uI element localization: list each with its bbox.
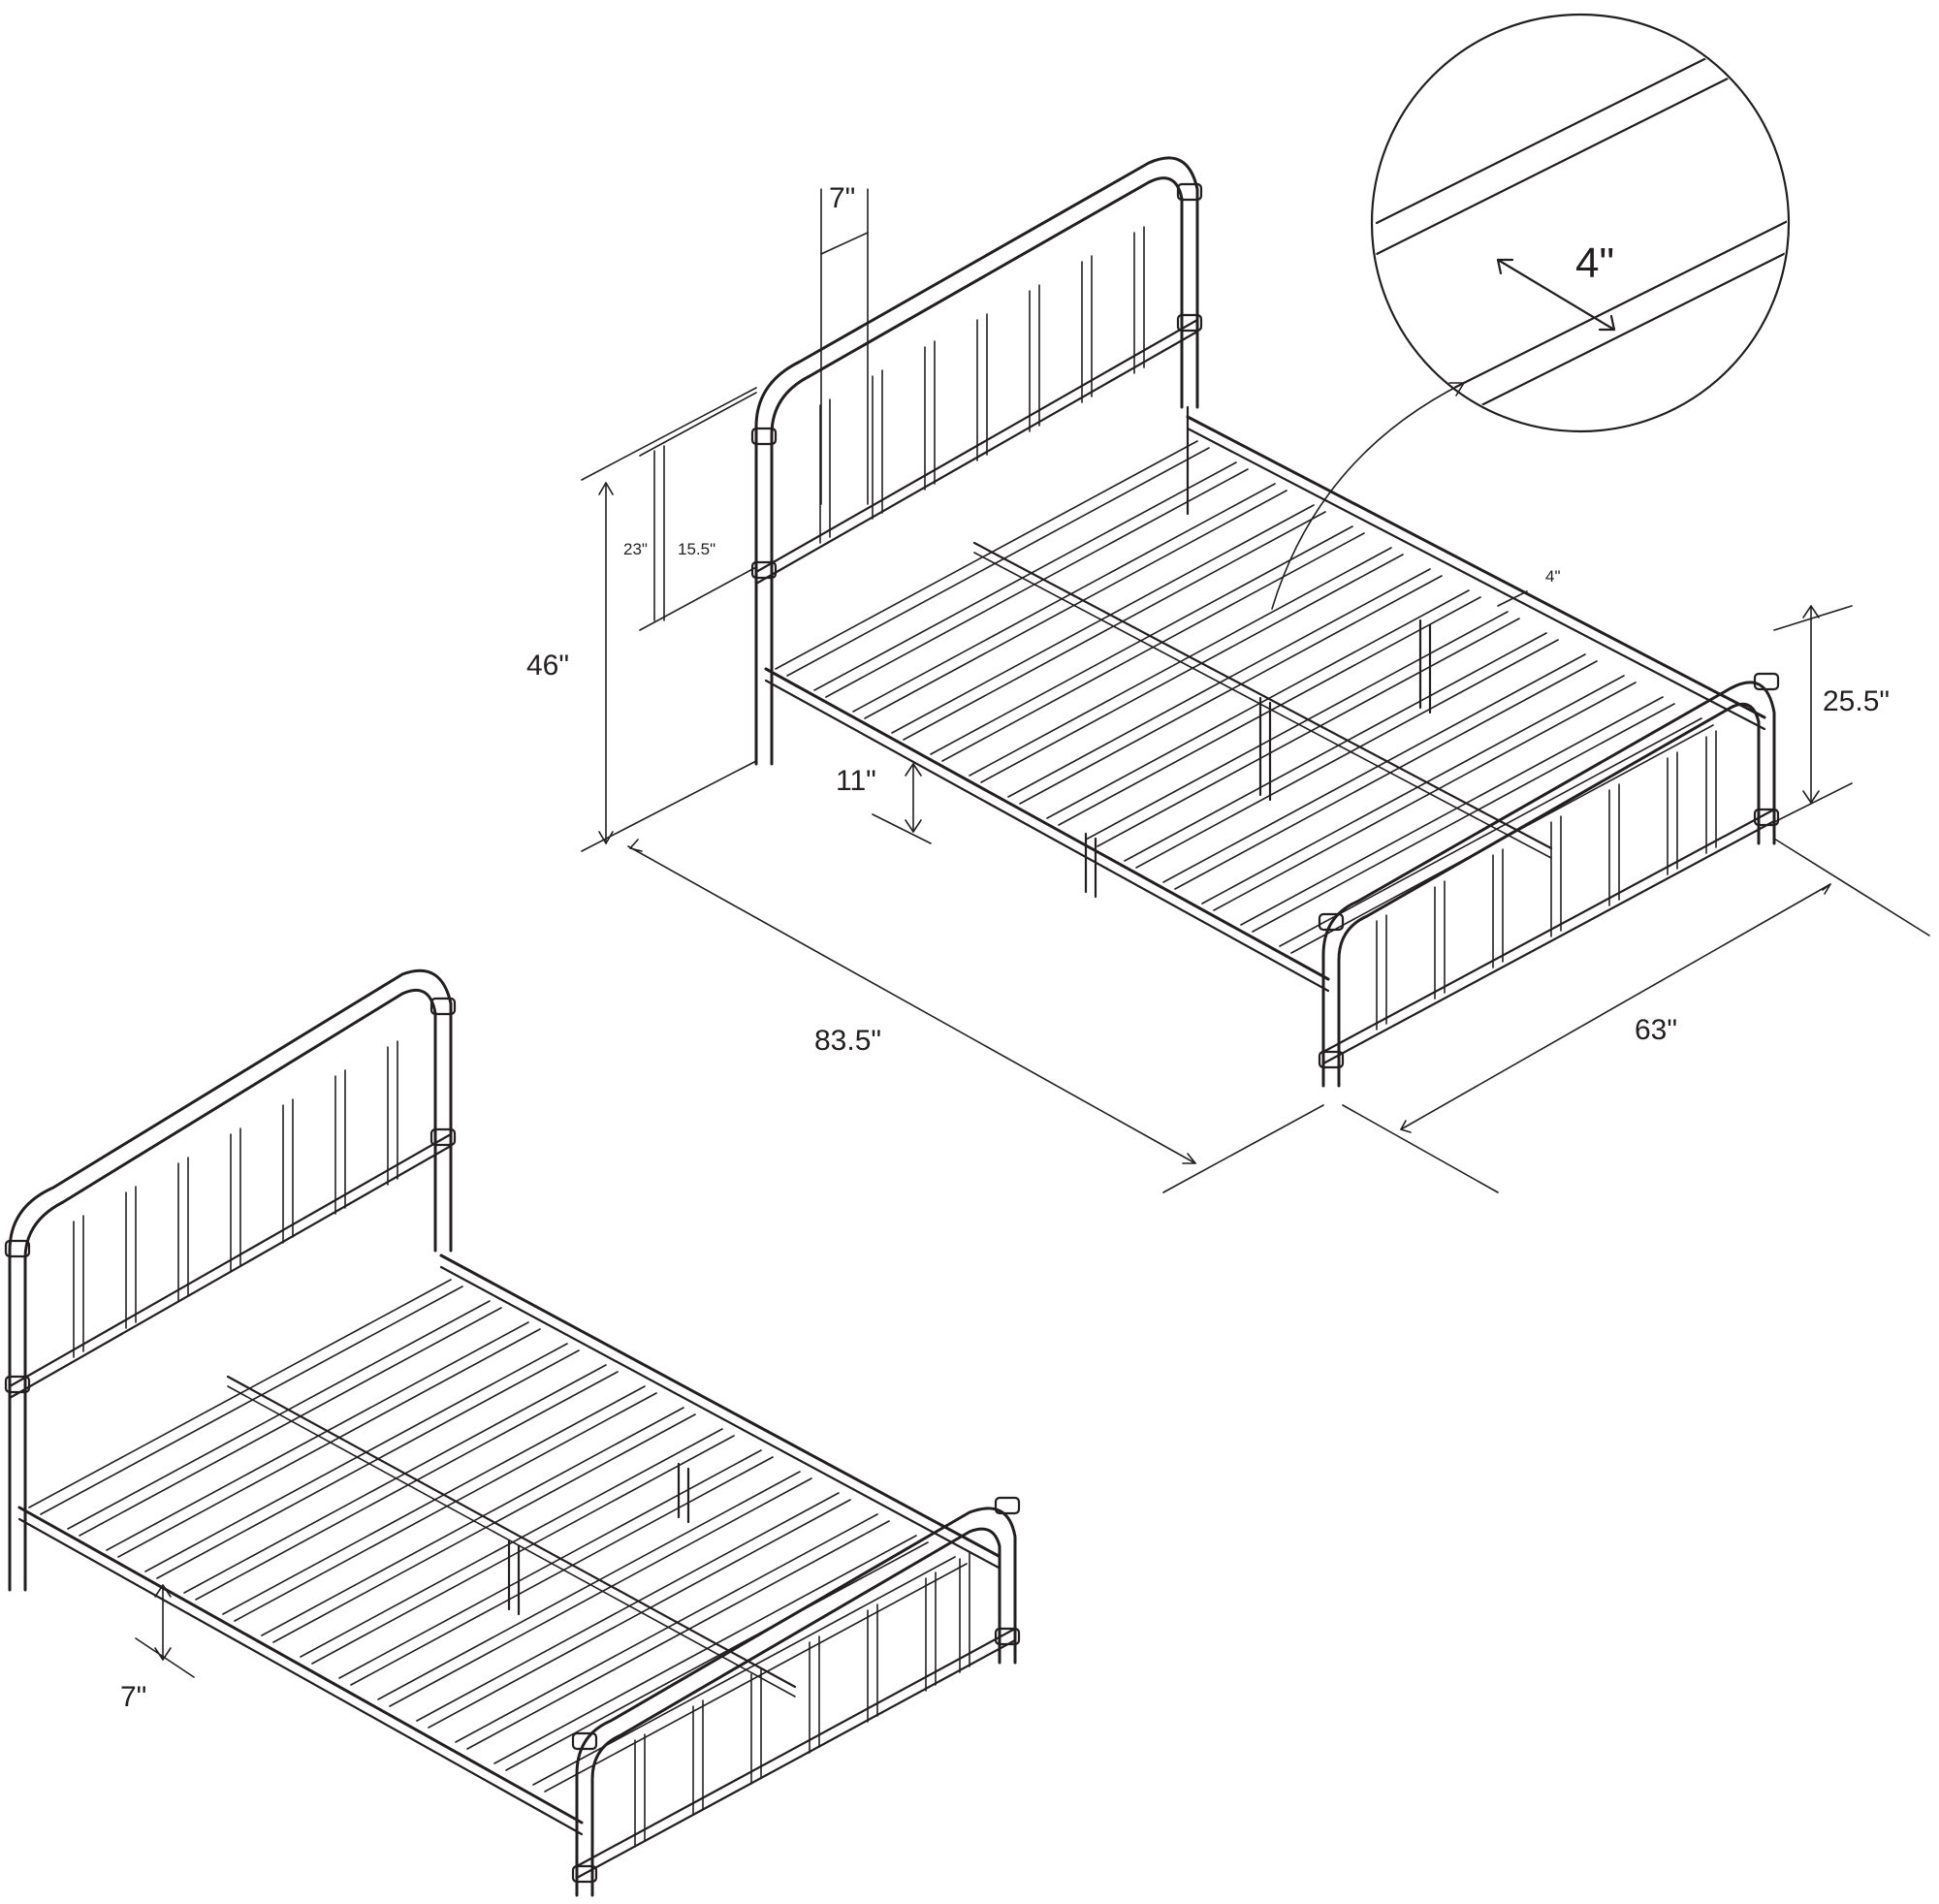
dimension-label-4in-detail: 4" — [1575, 239, 1614, 287]
dimension-label-83-5in: 83.5" — [814, 1025, 881, 1057]
center-legs-top — [1084, 619, 1432, 899]
bed-illustration-high-clearance — [581, 156, 1930, 1193]
dimension-label-7in-bottom: 7" — [120, 1681, 146, 1713]
dimension-label-15-5in: 15.5" — [678, 540, 715, 558]
dimension-label-4in-rail: 4" — [1545, 567, 1561, 586]
slat-spacing-detail — [1370, 13, 1791, 433]
dimension-label-63in: 63" — [1635, 1014, 1677, 1046]
dimension-label-46in: 46" — [526, 650, 569, 682]
footboard-bottom — [571, 1496, 1021, 1897]
dimension-label-25-5in: 25.5" — [1823, 685, 1890, 717]
dimension-lines-top — [581, 188, 1930, 1193]
side-rails-bottom — [17, 1253, 1001, 1836]
dimension-label-7in-top: 7" — [829, 182, 855, 214]
dimension-label-23in: 23" — [623, 540, 648, 558]
dimension-label-11in: 11" — [836, 765, 876, 797]
bed-illustration-low-clearance — [4, 968, 1021, 1897]
slats-top — [775, 440, 1714, 954]
side-rails-top — [764, 415, 1766, 993]
headboard-top — [750, 156, 1203, 766]
footboard-top — [1318, 672, 1780, 1088]
slats-bottom — [28, 1279, 968, 1793]
headboard-bottom — [4, 968, 457, 1592]
center-legs-bottom — [507, 1462, 690, 1616]
dimension-lines-bottom — [135, 1584, 195, 1678]
